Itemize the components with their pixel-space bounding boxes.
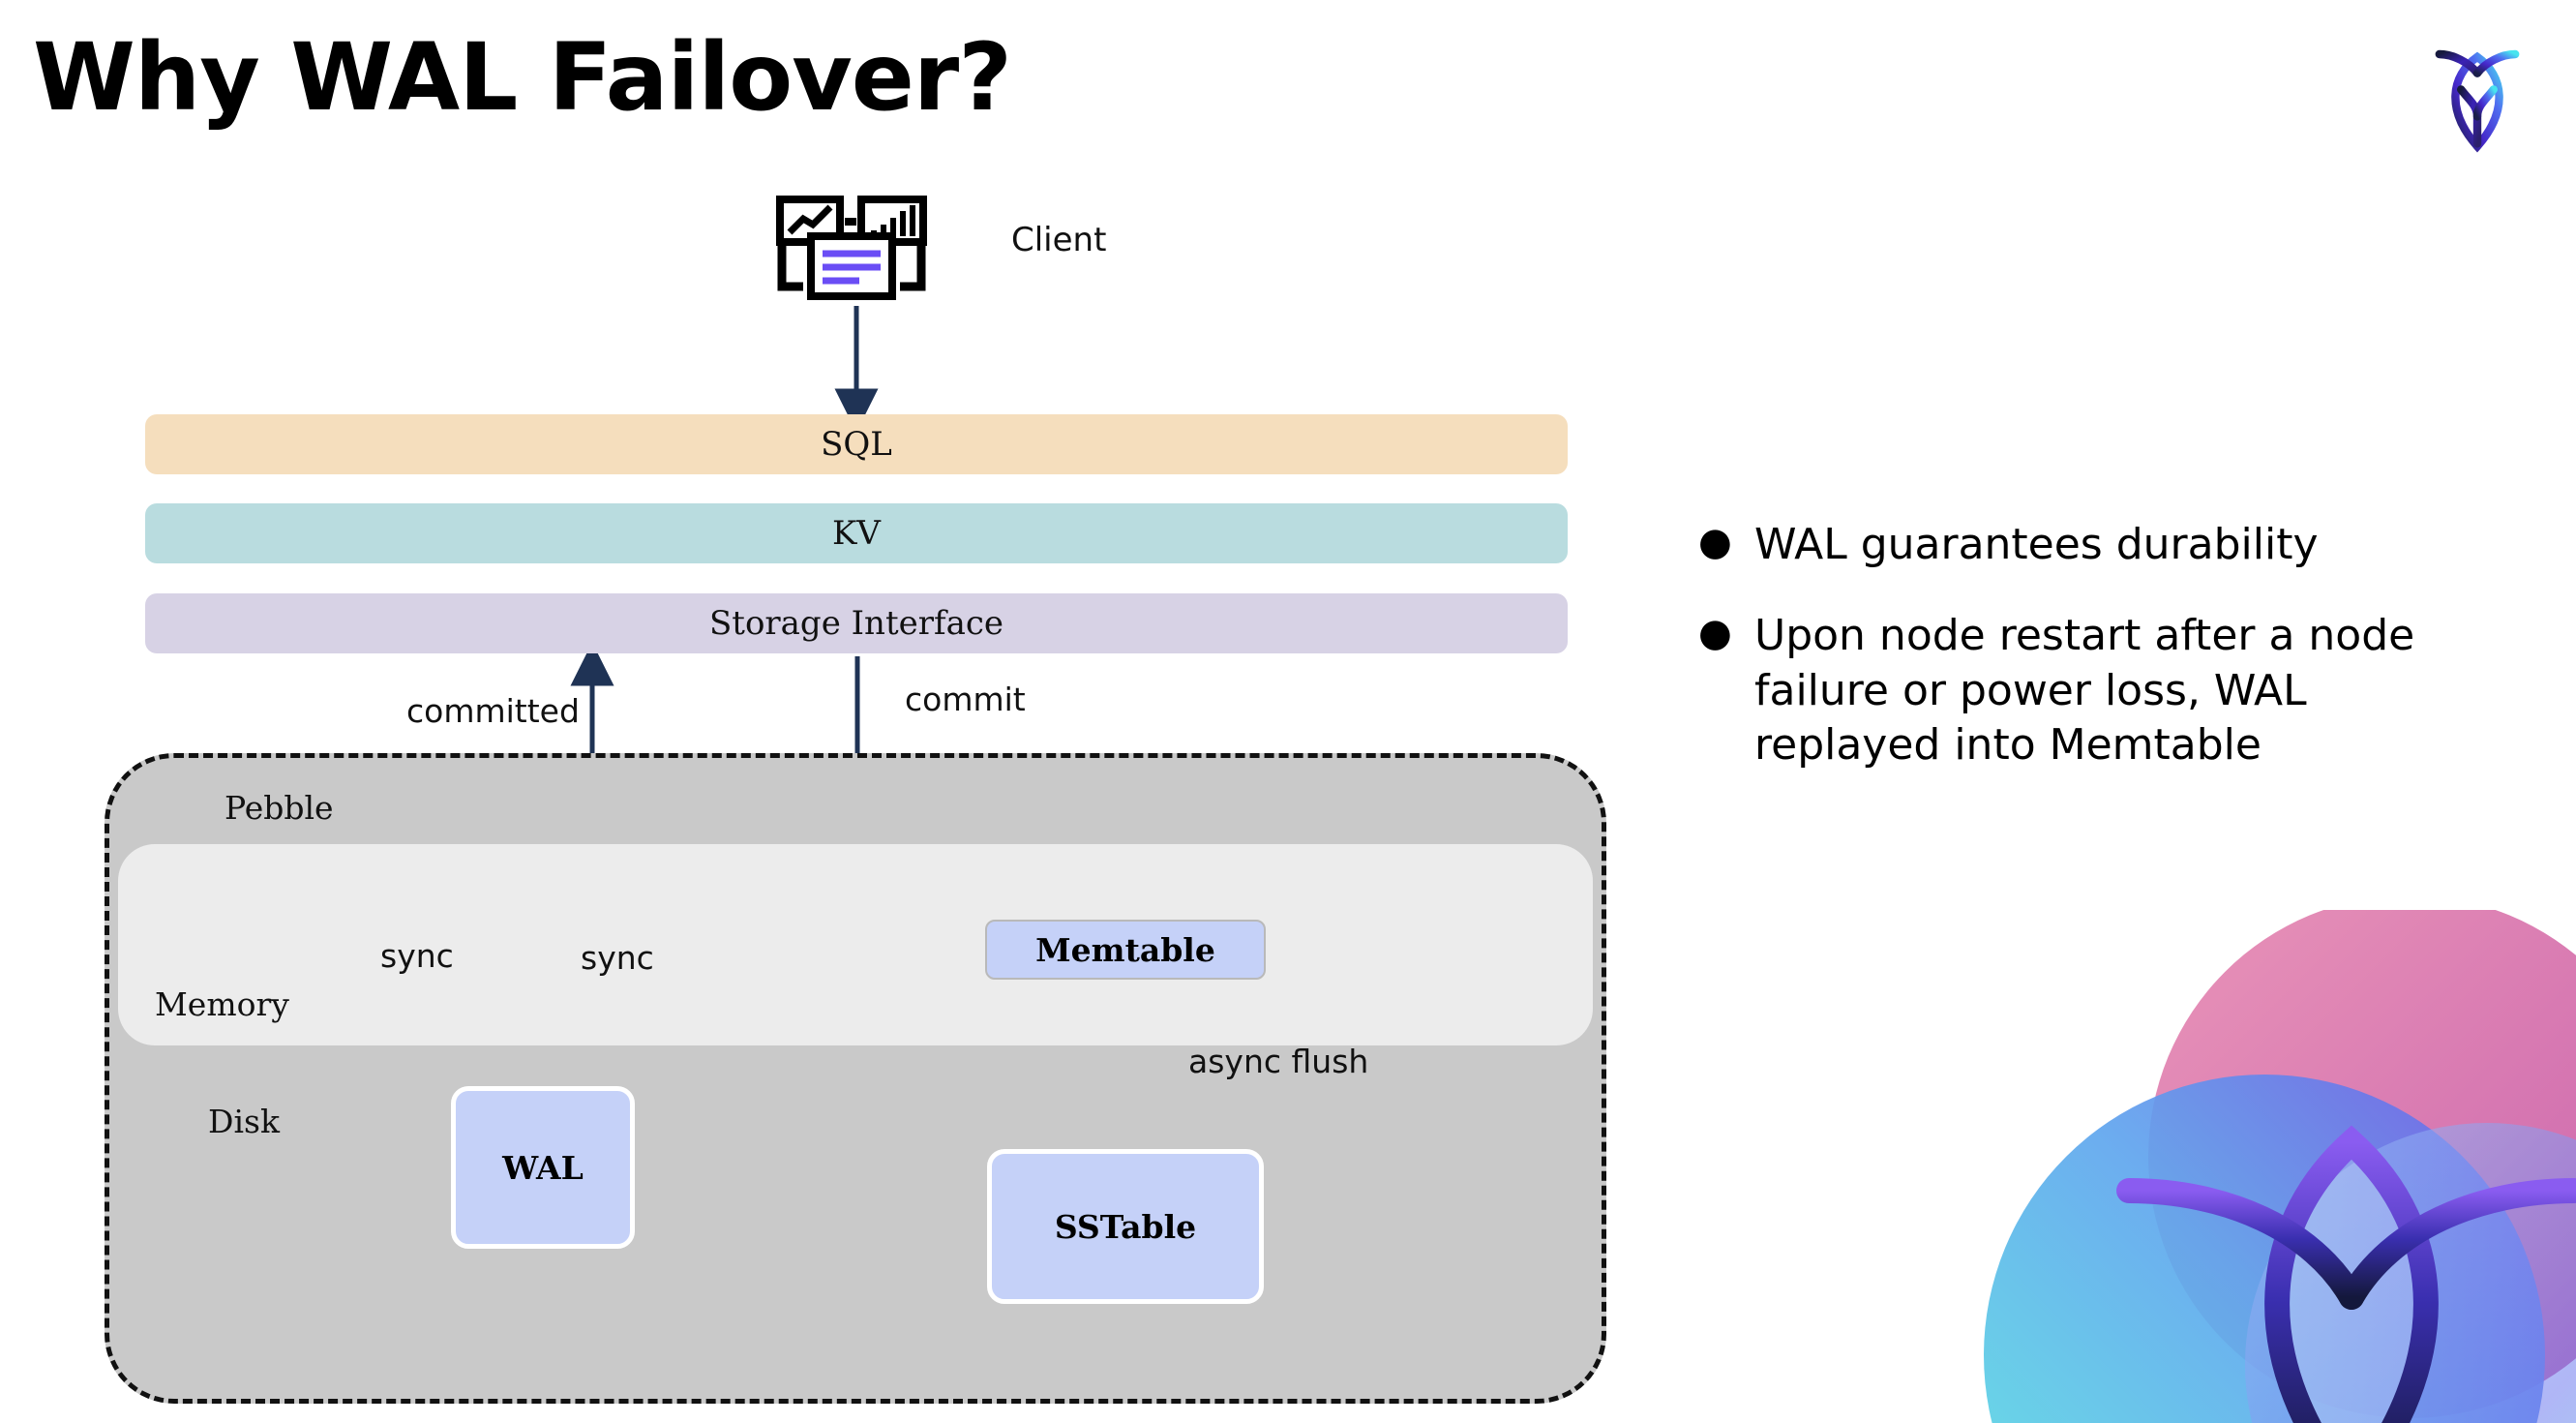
list-item: ● WAL guarantees durability [1698,518,2501,572]
edge-label-sync-right: sync [581,939,654,977]
node-wal[interactable]: WAL [451,1086,635,1249]
bullet-list: ● WAL guarantees durability ● Upon node … [1698,518,2501,809]
memory-zone-band [118,844,1593,1045]
client-dashboard-icon [774,194,929,305]
node-memtable[interactable]: Memtable [985,920,1266,980]
cockroachdb-gradient-circles-icon [1945,910,2576,1423]
disk-label: Disk [208,1103,280,1140]
edge-label-committed: committed [406,692,580,730]
bullet-marker: ● [1698,611,1732,656]
client-label: Client [1011,221,1107,259]
bullet-marker: ● [1698,520,1732,564]
list-item: ● Upon node restart after a node failure… [1698,609,2501,772]
edge-label-async-flush: async flush [1188,1043,1369,1080]
memory-label: Memory [155,985,289,1023]
bullet-text: Upon node restart after a node failure o… [1754,611,2415,770]
page-title: Why WAL Failover? [33,23,1012,132]
node-sstable[interactable]: SSTable [987,1149,1264,1304]
edge-label-commit: commit [905,681,1026,718]
bullet-text: WAL guarantees durability [1754,520,2319,569]
layer-bar-kv[interactable]: KV [145,503,1568,563]
cockroachdb-leaf-logo-icon [2410,27,2545,163]
architecture-diagram: Client SQL KV Storage Interface Pebble M… [105,194,1606,1404]
layer-bar-sql[interactable]: SQL [145,414,1568,474]
edge-label-sync-left: sync [380,937,454,975]
layer-bar-storage-interface[interactable]: Storage Interface [145,593,1568,653]
pebble-label: Pebble [225,789,334,827]
